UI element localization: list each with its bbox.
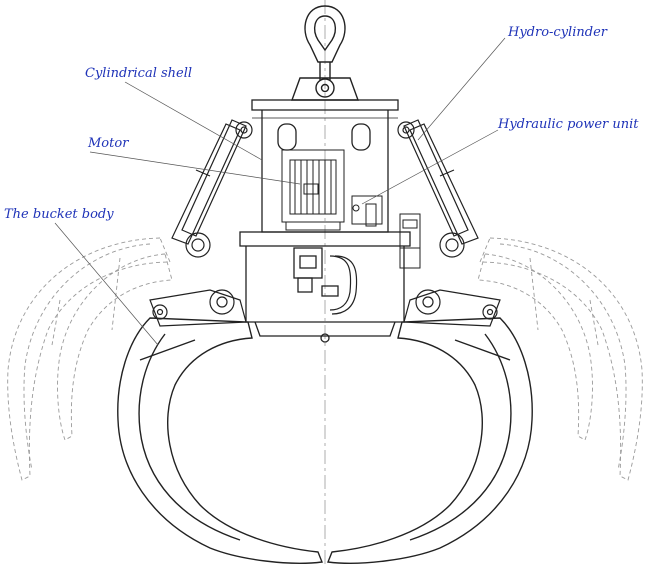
leader-bucket-body	[54, 222, 159, 346]
label-motor: Motor	[88, 136, 129, 151]
label-hydraulic-power-unit: Hydraulic power unit	[498, 117, 639, 132]
lower-tank-body	[239, 231, 411, 343]
label-cylindrical-shell: Cylindrical shell	[85, 66, 193, 81]
closed-jaw-left	[117, 317, 323, 564]
open-jaws-left-outline	[7, 237, 173, 481]
motor	[281, 149, 345, 231]
label-hydro-cylinder: Hydro-cylinder	[508, 25, 607, 40]
leader-cylindrical-shell	[124, 81, 263, 161]
hydro-cylinder-right	[397, 119, 479, 258]
leader-hydro-cylinder	[417, 37, 506, 141]
hydro-cylinder-left	[171, 119, 253, 258]
closed-jaw-right	[327, 317, 533, 564]
leader-lines	[54, 37, 506, 346]
leader-hydraulic-power-unit	[361, 129, 499, 205]
open-jaws-right-outline	[477, 237, 643, 481]
hydraulic-power-unit	[351, 195, 421, 269]
pivot-plates	[149, 289, 501, 327]
label-bucket-body: The bucket body	[4, 207, 114, 222]
leader-motor	[89, 151, 301, 185]
